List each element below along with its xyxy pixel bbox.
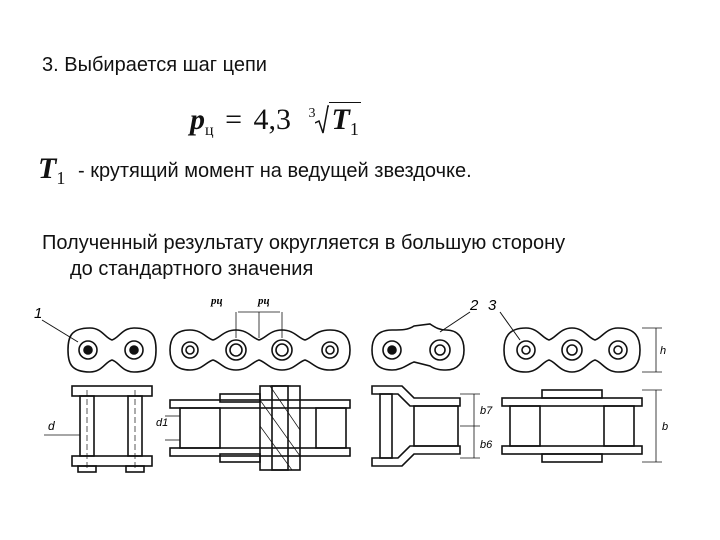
definition-symbol-group: T1	[38, 152, 66, 188]
outer-link-top-view	[44, 385, 153, 473]
roller-chain-drawing: pц pц 1 2 3 d d1 h b7 b6 b	[34, 295, 668, 473]
formula-variable: T	[331, 103, 350, 136]
offset-link-top-view	[371, 385, 480, 467]
callout-number-3: 3	[488, 297, 497, 314]
dimension-b-label: b	[662, 421, 668, 433]
dimension-d1-label: d1	[156, 417, 168, 429]
formula-symbol: p	[190, 103, 205, 136]
outer-link-side-view	[41, 319, 157, 373]
step-heading: 3. Выбирается шаг цепи	[42, 54, 267, 76]
dimension-d-label: d	[48, 419, 55, 433]
paragraph-line-2: до стандартного значения	[70, 258, 314, 280]
inner-link-side-view	[499, 311, 662, 373]
callout-number-2: 2	[469, 297, 479, 314]
dimension-b6-label: b6	[480, 439, 493, 451]
pitch-label-left: pц	[210, 295, 223, 307]
formula-subscript: ц	[205, 122, 214, 139]
formula-radicand: T1	[329, 102, 361, 139]
pitch-label-right: pц	[257, 295, 270, 307]
callout-number-1: 1	[34, 305, 42, 322]
chain-strand-section-view	[165, 385, 351, 471]
formula-variable-subscript: 1	[349, 119, 359, 139]
formula-equals: =	[225, 103, 242, 136]
dimension-h-label: h	[660, 345, 666, 357]
formula-coefficient: 4,3	[253, 103, 291, 136]
radical-sign-icon	[315, 105, 330, 134]
chain-strand-side-view	[169, 311, 351, 371]
definition-text: - крутящий момент на ведущей звездочке.	[78, 160, 472, 182]
definition-symbol: T	[38, 152, 57, 185]
paragraph-line-1: Полученный результату округляется в боль…	[42, 232, 566, 254]
formula-root-index: 3	[308, 106, 316, 121]
offset-link-side-view	[371, 311, 471, 371]
definition-subscript: 1	[56, 168, 66, 188]
dimension-b7-label: b7	[480, 405, 493, 417]
inner-link-top-view	[501, 389, 662, 463]
rounding-paragraph: Полученный результату округляется в боль…	[42, 230, 702, 282]
